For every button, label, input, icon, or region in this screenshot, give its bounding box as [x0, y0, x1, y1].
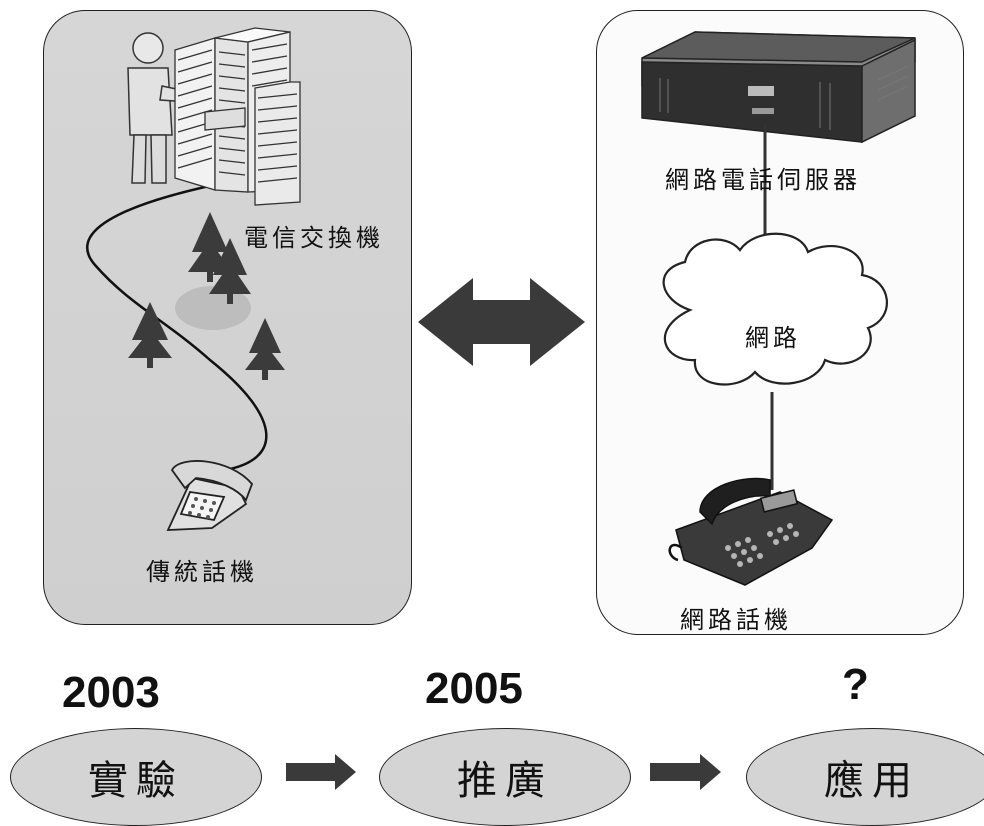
stage-label: 應用 [824, 758, 920, 804]
year-label: 2005 [425, 664, 523, 713]
timeline-arrow [650, 754, 721, 790]
stage-oval: 推廣 [379, 728, 631, 826]
traditional-phone-icon [166, 460, 254, 531]
stage-oval: 實驗 [10, 728, 262, 826]
cloud-label: 網路 [745, 324, 801, 352]
stage-oval: 應用 [746, 728, 984, 826]
switch-rack-icon [174, 27, 301, 206]
timeline-arrow [286, 754, 356, 790]
tree-icon [128, 302, 172, 368]
tree-icon [209, 238, 251, 304]
year-label: ? [842, 660, 869, 709]
stage-label: 實驗 [88, 758, 184, 804]
tree-icon [245, 318, 285, 380]
voip-server-icon [641, 31, 916, 144]
stage-label: 推廣 [457, 758, 553, 804]
server-label: 網路電話伺服器 [665, 166, 861, 194]
network-cloud-icon [662, 232, 888, 386]
tree-icon [188, 212, 232, 282]
ip-phone-icon [668, 477, 834, 586]
bidirectional-arrow [418, 278, 585, 366]
year-label: 2003 [62, 668, 160, 717]
technician-icon [127, 32, 206, 184]
ip-phone-label: 網路話機 [680, 606, 792, 634]
traditional-phone-label: 傳統話機 [146, 558, 258, 586]
switch-label: 電信交換機 [244, 224, 384, 252]
phone-line [86, 180, 268, 472]
